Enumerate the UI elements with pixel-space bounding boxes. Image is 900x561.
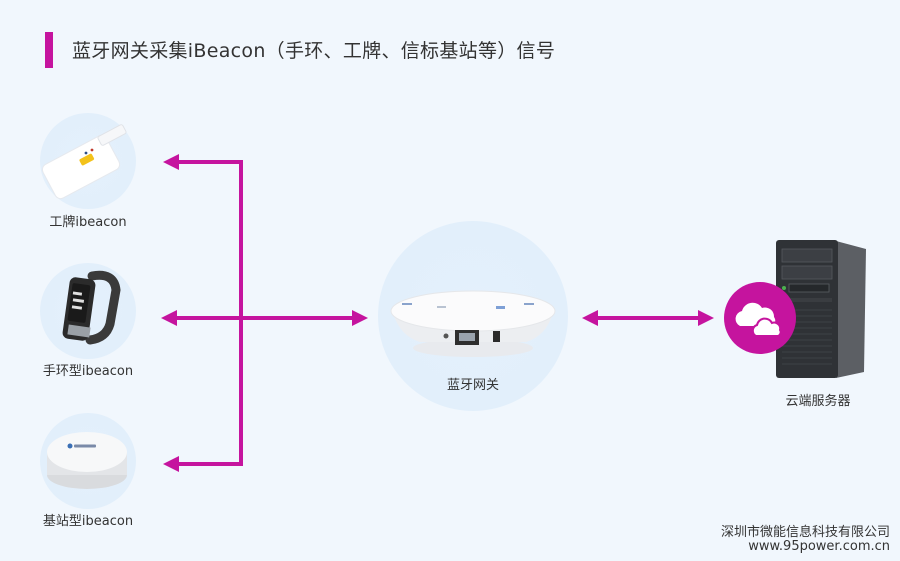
server-label: 云端服务器 bbox=[785, 394, 851, 409]
connector-arrows bbox=[161, 154, 714, 472]
page-title: 蓝牙网关采集iBeacon（手环、工牌、信标基站等）信号 bbox=[72, 40, 556, 62]
device-basestation-label: 基站型ibeacon bbox=[42, 514, 134, 529]
title-accent-bar bbox=[45, 32, 53, 68]
company-website: www.95power.com.cn bbox=[748, 539, 890, 554]
device-badge-label: 工牌ibeacon bbox=[49, 215, 127, 230]
gateway-label: 蓝牙网关 bbox=[446, 378, 499, 393]
wristband-beacon-icon bbox=[62, 270, 121, 345]
device-wristband-label: 手环型ibeacon bbox=[42, 364, 134, 379]
cloud-icon bbox=[724, 282, 796, 354]
server-tower-icon bbox=[776, 240, 866, 378]
badge-beacon-icon bbox=[41, 124, 127, 200]
bluetooth-gateway-icon bbox=[390, 290, 556, 357]
company-name: 深圳市微能信息科技有限公司 bbox=[720, 525, 890, 540]
base-station-beacon-icon bbox=[47, 432, 127, 489]
